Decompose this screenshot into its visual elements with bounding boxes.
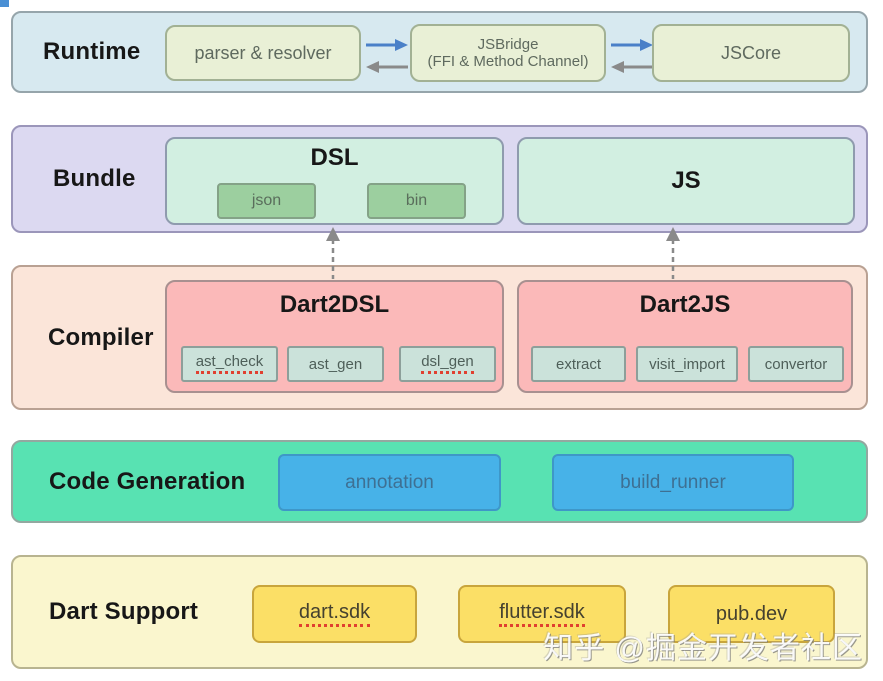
parser-resolver-label: parser & resolver: [194, 42, 332, 63]
dsl-title: DSL: [310, 144, 359, 171]
arrow-right-icon: [366, 39, 408, 51]
jscore-label: JSCore: [720, 42, 782, 63]
extract-label: extract: [555, 355, 601, 373]
visit-import-chip: visit_import: [636, 346, 738, 382]
json-chip: json: [217, 183, 316, 219]
convertor-label: convertor: [764, 355, 828, 373]
js-title: JS: [671, 167, 701, 194]
ast-gen-chip: ast_gen: [287, 346, 384, 382]
runtime-layer: Runtime parser & resolver JSBridge (FFI …: [11, 11, 868, 93]
arrow-left-icon: [366, 61, 408, 73]
watermark: 知乎 @掘金开发者社区: [543, 632, 863, 665]
extract-chip: extract: [531, 346, 626, 382]
dart-sdk-chip: dart.sdk: [252, 585, 417, 643]
corner-artifact: [0, 0, 9, 7]
compiler-label: Compiler: [48, 323, 154, 351]
bidirectional-arrows-2: [609, 35, 655, 75]
dart-support-layer: Dart Support dart.sdk flutter.sdk pub.de…: [11, 555, 868, 669]
jsbridge-sublabel: (FFI & Method Channel): [427, 53, 589, 70]
bundle-layer: Bundle DSL json bin JS: [11, 125, 868, 233]
dsl-gen-label: dsl_gen: [421, 353, 474, 375]
codegen-label: Code Generation: [49, 467, 246, 495]
dart2dsl-title: Dart2DSL: [279, 291, 390, 318]
parser-resolver-box: parser & resolver: [165, 25, 361, 81]
ast-check-chip: ast_check: [181, 346, 278, 382]
dashed-up-arrow-icon: [325, 227, 341, 279]
flutter-sdk-chip: flutter.sdk: [458, 585, 626, 643]
dart2js-box: Dart2JS extract visit_import convertor: [517, 280, 853, 393]
jsbridge-box: JSBridge (FFI & Method Channel): [410, 24, 606, 82]
dart2js-title: Dart2JS: [639, 291, 731, 318]
bundle-label: Bundle: [53, 165, 136, 192]
ast-check-label: ast_check: [195, 353, 264, 375]
visit-import-label: visit_import: [649, 355, 725, 373]
dart-sdk-label: dart.sdk: [298, 601, 371, 627]
runtime-label: Runtime: [43, 38, 141, 65]
dart2dsl-box: Dart2DSL ast_check ast_gen dsl_gen: [165, 280, 504, 393]
dart-support-label: Dart Support: [49, 598, 199, 625]
bin-chip: bin: [367, 183, 466, 219]
jscore-box: JSCore: [652, 24, 850, 82]
flutter-sdk-label: flutter.sdk: [499, 601, 585, 627]
pub-dev-chip: pub.dev: [668, 585, 835, 643]
dashed-up-arrow-icon: [665, 227, 681, 279]
annotation-chip: annotation: [278, 454, 501, 511]
compiler-layer: Compiler Dart2DSL ast_check ast_gen dsl_…: [11, 265, 868, 410]
convertor-chip: convertor: [748, 346, 844, 382]
arrow-right-icon: [611, 39, 653, 51]
pub-dev-label: pub.dev: [715, 602, 788, 625]
build-runner-chip: build_runner: [552, 454, 794, 511]
jsbridge-label: JSBridge: [477, 36, 539, 53]
dsl-box: DSL json bin: [165, 137, 504, 225]
codegen-layer: Code Generation annotation build_runner: [11, 440, 868, 523]
dsl-gen-chip: dsl_gen: [399, 346, 496, 382]
bidirectional-arrows-1: [364, 35, 410, 75]
arrow-left-icon: [611, 61, 653, 73]
js-box: JS: [517, 137, 855, 225]
ast-gen-label: ast_gen: [308, 355, 363, 373]
